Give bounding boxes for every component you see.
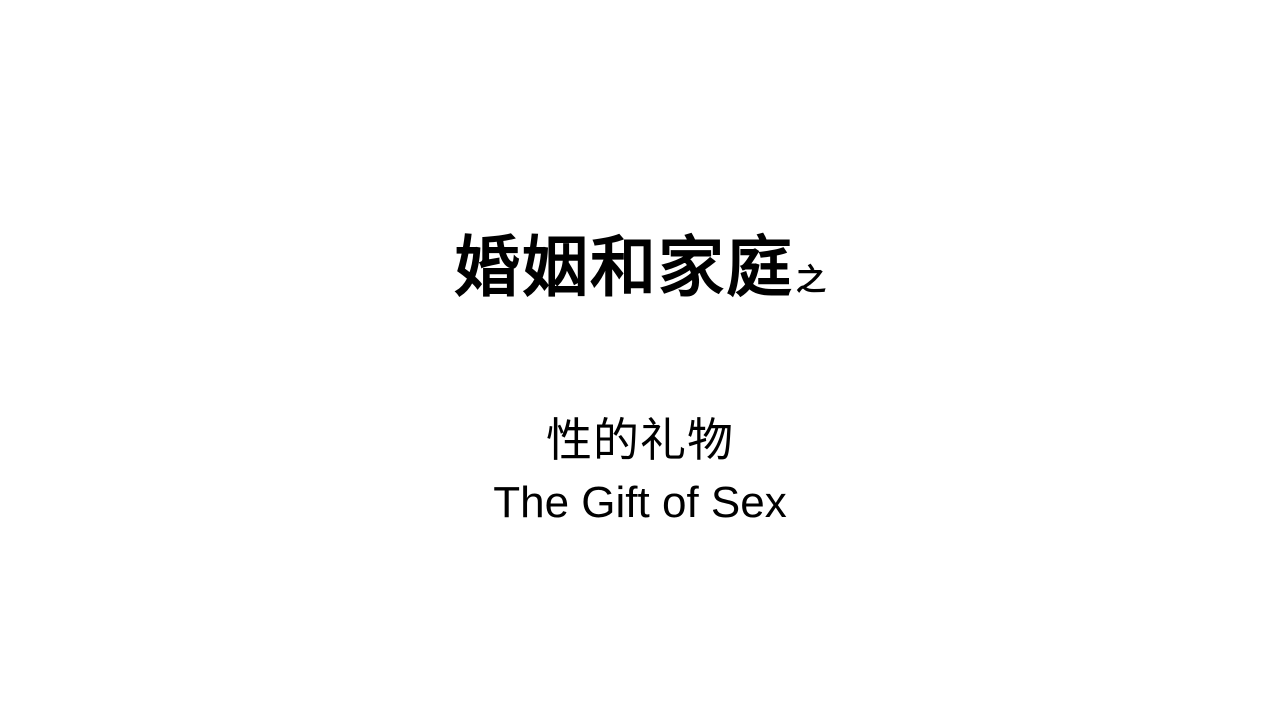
slide-title-suffix: 之 — [796, 263, 826, 298]
title-block: 婚姻和家庭之 — [0, 222, 1280, 312]
slide-subtitle-english: The Gift of Sex — [493, 478, 787, 527]
slide-subtitle-chinese: 性的礼物 — [546, 413, 734, 467]
subtitle-block: 性的礼物 The Gift of Sex — [0, 408, 1280, 534]
slide-title: 婚姻和家庭 — [454, 228, 794, 306]
